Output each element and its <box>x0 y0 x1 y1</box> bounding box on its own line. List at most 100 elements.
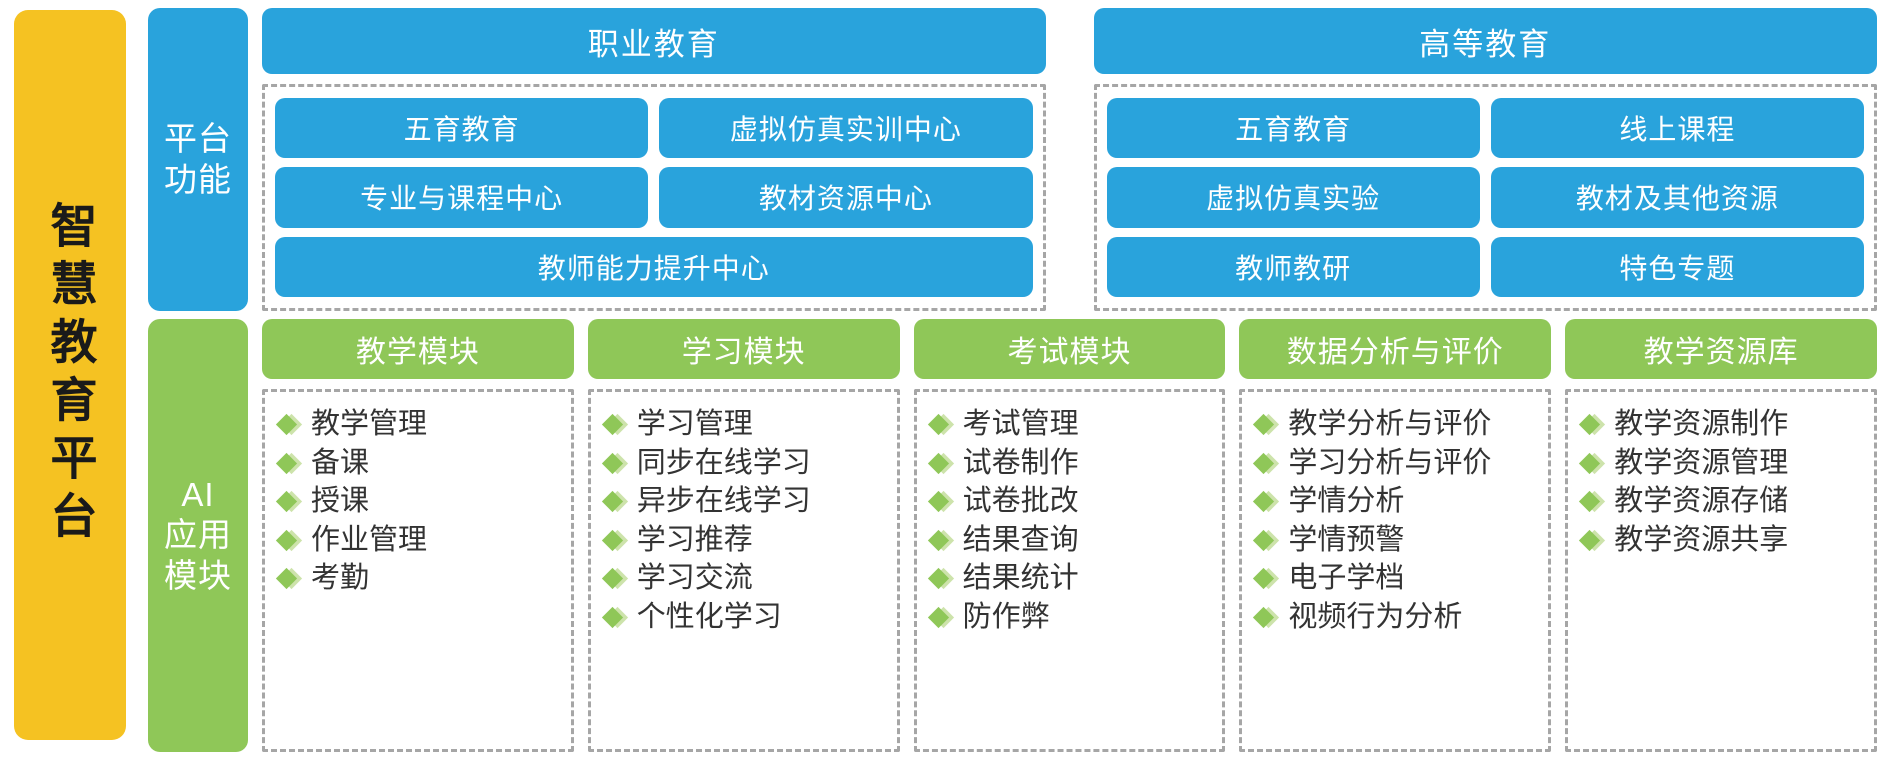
diamond-bullet-icon <box>931 530 951 550</box>
diamond-bullet-icon <box>605 414 625 434</box>
pill-row: 教师能力提升中心 <box>275 236 1033 297</box>
list-item[interactable]: 学习推荐 <box>605 522 891 559</box>
list-item[interactable]: 教学资源存储 <box>1582 483 1868 520</box>
diamond-bullet-icon <box>1256 568 1276 588</box>
list-item[interactable]: 试卷制作 <box>931 445 1217 482</box>
list-item[interactable]: 学情分析 <box>1256 483 1542 520</box>
pill-button[interactable]: 虚拟仿真实验 <box>1106 167 1480 228</box>
list-item[interactable]: 视频行为分析 <box>1256 599 1542 636</box>
list-item-label: 考勤 <box>311 562 370 595</box>
module-title-data-analysis: 数据分析与评价 <box>1239 319 1552 379</box>
pill-button[interactable]: 教师教研 <box>1106 236 1480 297</box>
panel-body-vocational: 五育教育 虚拟仿真实训中心 专业与课程中心 教材资源中心 教师能力提升中心 <box>262 84 1046 311</box>
module-body-learning: 学习管理 同步在线学习 异步在线学习 学习推荐 学习交流 个性化学习 <box>587 389 900 752</box>
diamond-bullet-icon <box>605 491 625 511</box>
list-item[interactable]: 个性化学习 <box>605 599 891 636</box>
list-item-label: 电子学档 <box>1288 562 1405 595</box>
module-teaching: 教学模块 教学管理 备课 授课 作业管理 考勤 <box>262 319 574 752</box>
diamond-bullet-icon <box>279 530 299 550</box>
module-body-teaching: 教学管理 备课 授课 作业管理 考勤 <box>262 389 574 752</box>
list-item-label: 作业管理 <box>311 523 428 556</box>
list-item-label: 同步在线学习 <box>636 446 811 479</box>
pill-button[interactable]: 教材资源中心 <box>659 167 1033 228</box>
list-item-label: 学习分析与评价 <box>1288 446 1492 479</box>
list-item[interactable]: 教学分析与评价 <box>1256 406 1542 443</box>
pill-button[interactable]: 五育教育 <box>275 98 649 159</box>
pill-button[interactable]: 五育教育 <box>1106 98 1480 159</box>
diamond-bullet-icon <box>1256 491 1276 511</box>
list-item[interactable]: 同步在线学习 <box>605 445 891 482</box>
list-item[interactable]: 结果查询 <box>931 522 1217 559</box>
diamond-bullet-icon <box>605 568 625 588</box>
list-item[interactable]: 教学资源管理 <box>1582 445 1868 482</box>
brand-title: 智慧教育平台 <box>43 201 97 549</box>
list-item-label: 学习管理 <box>636 408 753 440</box>
list-item-label: 学习推荐 <box>636 523 753 556</box>
diamond-bullet-icon <box>279 491 299 511</box>
list-item[interactable]: 结果统计 <box>931 560 1217 597</box>
list-item[interactable]: 备课 <box>279 445 565 482</box>
module-title-teaching: 教学模块 <box>262 319 574 379</box>
list-item-label: 学情预警 <box>1288 523 1405 556</box>
diamond-bullet-icon <box>931 414 951 434</box>
list-item[interactable]: 作业管理 <box>279 522 565 559</box>
diamond-bullet-icon <box>1582 530 1602 550</box>
list-item-label: 教学资源管理 <box>1614 446 1789 479</box>
diamond-bullet-icon <box>1582 453 1602 473</box>
list-item[interactable]: 防作弊 <box>931 599 1217 636</box>
pill-button[interactable]: 虚拟仿真实训中心 <box>659 98 1033 159</box>
list-item[interactable]: 授课 <box>279 483 565 520</box>
pill-button[interactable]: 教材及其他资源 <box>1490 167 1864 228</box>
list-item[interactable]: 学习交流 <box>605 560 891 597</box>
pill-row: 专业与课程中心 教材资源中心 <box>275 167 1033 228</box>
diamond-bullet-icon <box>1256 607 1276 627</box>
list-item[interactable]: 学情预警 <box>1256 522 1542 559</box>
pill-button[interactable]: 特色专题 <box>1490 236 1864 297</box>
list-item-label: 结果统计 <box>962 562 1079 595</box>
list-item[interactable]: 考试管理 <box>931 406 1217 443</box>
diamond-bullet-icon <box>279 453 299 473</box>
pill-row: 五育教育 线上课程 <box>1106 98 1864 159</box>
list-item-label: 备课 <box>311 446 370 479</box>
module-title-learning: 学习模块 <box>587 319 900 379</box>
diamond-bullet-icon <box>1582 414 1602 434</box>
list-item-label: 防作弊 <box>962 600 1050 633</box>
panel-vocational-education: 职业教育 五育教育 虚拟仿真实训中心 专业与课程中心 教材资源中心 教师能力提升… <box>262 8 1046 311</box>
diamond-bullet-icon <box>605 607 625 627</box>
diamond-bullet-icon <box>931 568 951 588</box>
section-label-platform-text: 平台功能 <box>164 120 232 198</box>
diamond-bullet-icon <box>931 453 951 473</box>
section-label-platform: 平台功能 <box>148 8 248 311</box>
list-item-label: 教学管理 <box>311 408 428 440</box>
pill-button[interactable]: 专业与课程中心 <box>275 167 649 228</box>
list-item[interactable]: 学习管理 <box>605 406 891 443</box>
diamond-bullet-icon <box>605 530 625 550</box>
pill-button[interactable]: 教师能力提升中心 <box>275 236 1033 297</box>
bullet-list: 教学资源制作 教学资源管理 教学资源存储 教学资源共享 <box>1582 406 1868 558</box>
bullet-list: 教学分析与评价 学习分析与评价 学情分析 学情预警 电子学档 视频行为分析 <box>1256 406 1542 635</box>
list-item-label: 教学分析与评价 <box>1288 408 1492 440</box>
pill-row: 五育教育 虚拟仿真实训中心 <box>275 98 1033 159</box>
list-item[interactable]: 考勤 <box>279 560 565 597</box>
diamond-bullet-icon <box>1256 453 1276 473</box>
list-item[interactable]: 学习分析与评价 <box>1256 445 1542 482</box>
pill-button[interactable]: 线上课程 <box>1490 98 1864 159</box>
module-title-resource-library: 教学资源库 <box>1565 319 1877 379</box>
diamond-bullet-icon <box>1582 491 1602 511</box>
diamond-bullet-icon <box>279 568 299 588</box>
list-item[interactable]: 教学资源制作 <box>1582 406 1868 443</box>
panel-body-higher: 五育教育 线上课程 虚拟仿真实验 教材及其他资源 教师教研 特色专题 <box>1093 84 1877 311</box>
module-body-data-analysis: 教学分析与评价 学习分析与评价 学情分析 学情预警 电子学档 视频行为分析 <box>1239 389 1552 752</box>
bullet-list: 教学管理 备课 授课 作业管理 考勤 <box>279 406 565 597</box>
list-item[interactable]: 异步在线学习 <box>605 483 891 520</box>
pill-row: 教师教研 特色专题 <box>1106 236 1864 297</box>
list-item[interactable]: 教学管理 <box>279 406 565 443</box>
module-resource-library: 教学资源库 教学资源制作 教学资源管理 教学资源存储 教学资源共享 <box>1565 319 1877 752</box>
list-item[interactable]: 教学资源共享 <box>1582 522 1868 559</box>
list-item[interactable]: 电子学档 <box>1256 560 1542 597</box>
list-item-label: 授课 <box>311 485 370 518</box>
diamond-bullet-icon <box>279 414 299 434</box>
list-item[interactable]: 试卷批改 <box>931 483 1217 520</box>
